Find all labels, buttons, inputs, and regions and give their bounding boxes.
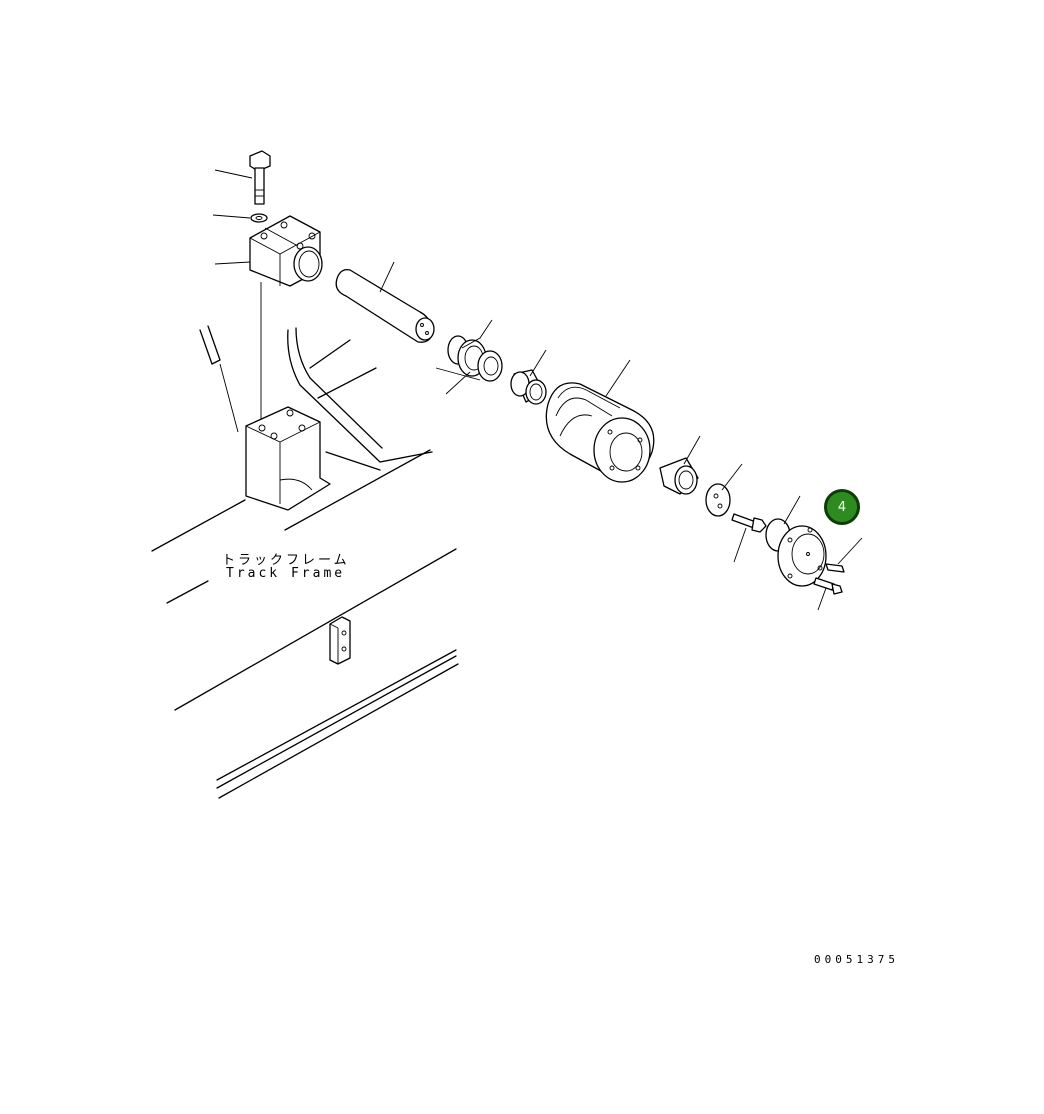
support-block [245, 406, 331, 511]
callout-number: 4 [837, 499, 847, 515]
frame-label-en: Track Frame [226, 566, 346, 581]
thrust-plate [705, 483, 731, 517]
bearing-cap [249, 215, 323, 287]
track-frame [151, 325, 459, 799]
shaft-part [335, 268, 435, 343]
cover-part [777, 525, 827, 587]
callout-badge[interactable]: 4 [824, 489, 860, 525]
seal-rings [447, 335, 503, 382]
cover-bolts [813, 563, 845, 595]
reference-code: 00051375 [814, 953, 899, 966]
frame-label-ja: トラックフレーム [222, 553, 350, 568]
small-bolt-part [731, 513, 767, 533]
washer-part [250, 213, 268, 223]
bushing-part [510, 369, 547, 405]
roller-part [545, 382, 655, 483]
leader-lines [212, 169, 863, 611]
bolt-part [249, 150, 271, 205]
right-bushing-part [659, 457, 699, 495]
